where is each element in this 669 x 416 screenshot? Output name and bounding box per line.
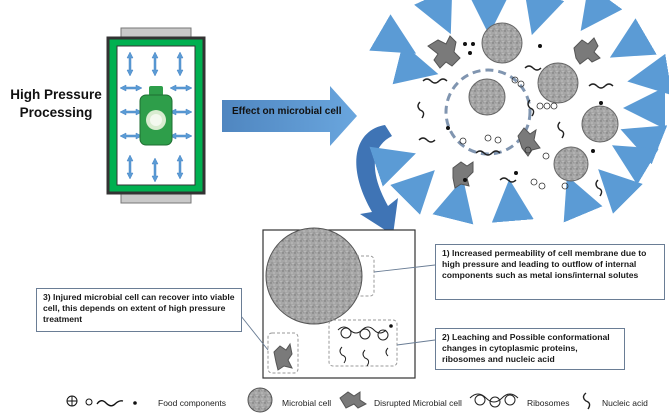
annotation-note-3: 3) Injured microbial cell can recover in… [36,288,242,332]
double-arrow [151,51,159,77]
zoom-curved-arrow [356,125,398,235]
ribosome [494,136,502,144]
food-component [446,126,450,130]
ribosome [359,328,371,340]
ribosome [538,182,546,190]
food-component [471,42,475,46]
large-microbial-cell [265,227,363,325]
nucleic-acid [524,65,542,71]
microbial-cell [537,62,579,104]
nucleic-acid [499,177,517,183]
leaching-detail-box [328,319,398,367]
nucleic-acid [417,101,425,119]
ribosome [377,329,389,341]
disrupted-cell [517,127,541,157]
annotation-note-2: 2) Leaching and Possible conformational … [435,328,625,370]
membrane-detail-box [346,255,375,297]
food-bottle-icon [139,86,173,146]
double-arrow [126,154,134,180]
legend-symbols [66,387,591,413]
microbial-cell [581,105,619,143]
disrupted-cell [427,35,461,69]
disrupted-cell [573,37,601,65]
legend-microbial-cell: Microbial cell [282,398,332,408]
food-component [599,101,603,105]
food-component [463,178,467,182]
food-component [389,324,393,328]
double-arrow [151,157,159,183]
ribosome-strand [337,326,387,334]
disrupted-cell [452,161,474,189]
legend-microbial-cell-icon [247,387,273,413]
nucleic-acid [595,179,603,197]
food-component [463,42,467,46]
double-arrow [126,51,134,77]
ribosome [536,102,544,110]
legend-disrupted-cell-icon [339,391,367,409]
microbial-cell [468,78,506,116]
effect-label: Effect on microbial cell [232,106,342,117]
food-component [538,44,542,48]
ribosome [524,146,532,154]
double-arrow [169,108,193,116]
nucleic-acid [527,99,535,117]
nucleic-acid [362,349,370,367]
annotation-note-1: 1) Increased permeability of cell membra… [435,244,665,300]
effect-arrow [222,86,357,146]
ribosome [561,182,569,190]
injured-cell-box [267,332,299,374]
ribosome [484,134,492,142]
ribosome [530,178,538,186]
zoom-box [262,227,416,379]
ribosome [459,137,467,145]
food-component [468,51,472,55]
ribosome [543,102,551,110]
legend-ribosomes-icon [469,393,519,408]
microbial-cell [553,146,589,182]
double-arrow [176,154,184,180]
nucleic-acid [422,78,448,84]
food-component [514,171,518,175]
ribosome [511,76,519,84]
legend-ribosomes: Ribosomes [527,398,570,408]
ribosome [550,102,558,110]
double-arrow [169,132,193,140]
microbial-cell [481,22,523,64]
cell-cluster [417,22,619,197]
legend-nucleic-acid-icon [582,392,591,410]
ribosome [542,152,550,160]
ribosome [340,327,352,339]
double-arrow [169,84,193,92]
legend-nucleic-acid: Nucleic acid [602,398,648,408]
food-component [591,149,595,153]
external-pressure-arrows [369,0,669,225]
nucleic-acid [418,137,436,143]
nucleic-acid [475,150,501,156]
process-title: High Pressure Processing [10,87,102,120]
food-components-symbols [66,395,137,407]
connector-lines [240,264,436,351]
disrupted-cell [273,342,293,371]
vessel-pressure-arrows [119,51,193,183]
legend-food-components: Food components [158,398,227,408]
double-arrow [119,84,143,92]
dashed-focus-circle [444,68,532,156]
legend-disrupted-cell: Disrupted Microbial cell [374,398,462,408]
nucleic-acid [339,346,347,364]
double-arrow [176,51,184,77]
nucleic-acid [588,83,614,89]
nucleic-acid [557,121,565,139]
nucleic-acid [385,347,389,357]
ribosome [517,80,525,88]
